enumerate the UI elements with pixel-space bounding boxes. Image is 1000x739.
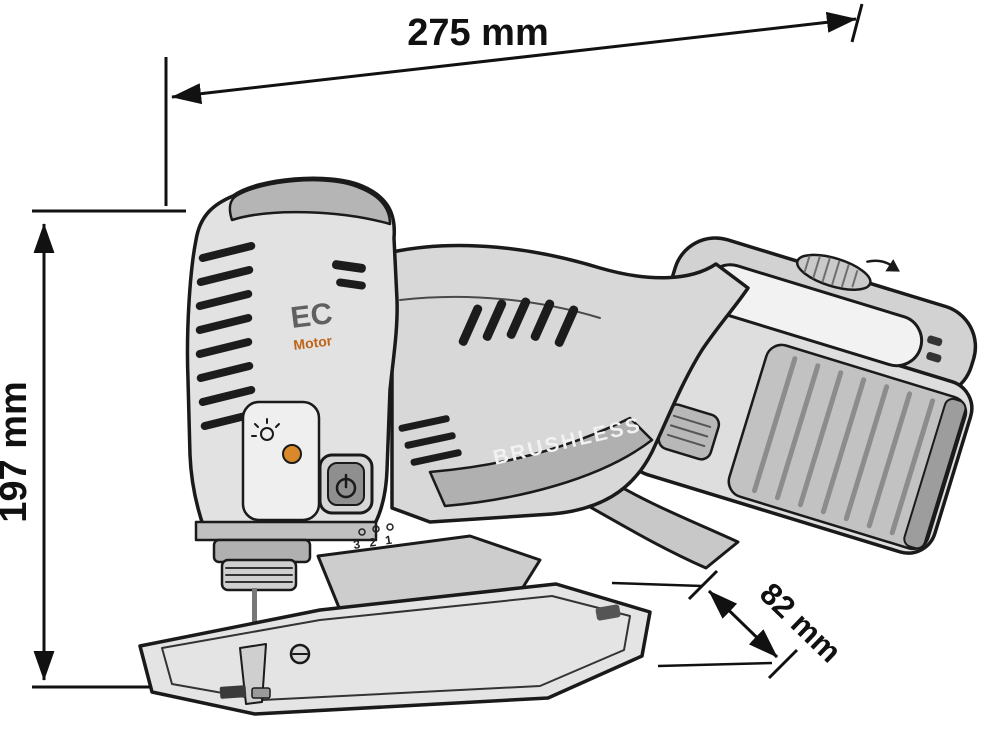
body-vent-slats xyxy=(458,297,579,347)
motor-body xyxy=(390,243,750,524)
housing-top-cap xyxy=(228,178,392,226)
battery-ribs xyxy=(752,356,936,536)
motor-vent-slats xyxy=(195,241,366,431)
base-tick-end xyxy=(767,648,799,680)
battery-handle-assembly xyxy=(625,236,978,555)
led-icon xyxy=(251,418,280,441)
power-button[interactable] xyxy=(318,453,374,515)
indicator-lamp xyxy=(282,444,302,464)
base-extension-top xyxy=(611,581,703,588)
brushless-band xyxy=(428,416,654,508)
base-plate xyxy=(138,582,652,716)
handle-vents xyxy=(926,335,943,363)
dimension-width: 275 mm xyxy=(164,3,864,206)
dimension-width-label: 275 mm xyxy=(407,12,549,54)
dimension-base-label: 82 mm xyxy=(753,576,848,669)
motor-label: Motor xyxy=(292,332,333,353)
base-clamp-left xyxy=(219,685,247,699)
base-extension-bottom xyxy=(657,661,773,668)
rotate-arrow-icon xyxy=(866,259,900,272)
housing-collar xyxy=(194,520,378,542)
stroke-dial xyxy=(795,253,900,291)
jigsaw-illustration: BRUSHLESS EC Motor xyxy=(138,176,978,716)
latch-ridges xyxy=(667,414,712,448)
power-icon xyxy=(335,473,357,499)
width-dimension-line xyxy=(171,11,857,105)
front-grip-ridges xyxy=(398,415,462,466)
knurl-lines xyxy=(225,567,293,583)
battery-end-cap xyxy=(903,397,967,550)
dimension-height: 197 mm xyxy=(0,209,186,689)
dimension-height-label: 197 mm xyxy=(0,381,35,523)
base-clip xyxy=(251,687,271,699)
base-clamp-right xyxy=(595,604,621,621)
base-plate-inner-line xyxy=(161,595,631,701)
lower-handle-bar xyxy=(572,473,740,570)
blade-holder xyxy=(212,538,312,564)
ec-label: EC xyxy=(289,297,334,335)
base-dimension-line xyxy=(707,589,779,659)
base-screw xyxy=(289,643,311,665)
front-panel xyxy=(241,400,321,522)
saw-blade xyxy=(252,588,257,650)
base-tick-start xyxy=(687,569,719,601)
width-extension-right xyxy=(850,3,864,43)
